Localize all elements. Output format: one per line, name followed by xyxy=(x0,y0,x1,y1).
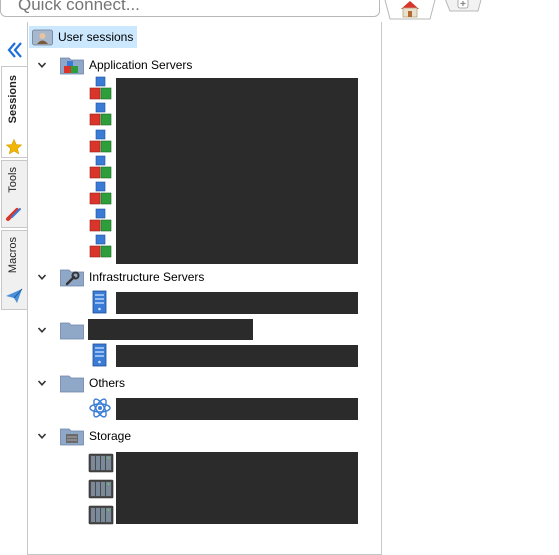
group-label: Infrastructure Servers xyxy=(89,270,205,284)
app-servers-icon xyxy=(60,57,84,75)
app-cubes-icon xyxy=(89,208,112,231)
app-cubes-icon xyxy=(89,129,112,152)
storage-folder-icon xyxy=(60,428,84,446)
quick-connect-input[interactable] xyxy=(0,0,380,17)
session-item[interactable] xyxy=(88,452,114,474)
tab-macros[interactable]: Macros xyxy=(1,230,27,310)
session-item[interactable] xyxy=(88,76,114,100)
tab-macros-label: Macros xyxy=(7,237,19,274)
paper-plane-icon xyxy=(6,288,23,303)
expand-chevron-icon[interactable] xyxy=(37,272,47,282)
user-sessions-icon xyxy=(32,29,53,46)
tree-group-storage[interactable]: Storage xyxy=(60,425,131,447)
expand-chevron-icon[interactable] xyxy=(37,431,47,441)
expand-chevron-icon[interactable] xyxy=(37,60,47,70)
folder-icon xyxy=(60,322,84,340)
session-item[interactable] xyxy=(88,155,114,179)
tree-root-user-sessions[interactable]: User sessions xyxy=(29,26,137,48)
tools-icon xyxy=(6,208,21,221)
tab-tools[interactable]: Tools xyxy=(1,160,27,228)
session-item[interactable] xyxy=(88,181,114,205)
redacted-group-name xyxy=(88,319,253,340)
session-item[interactable] xyxy=(88,208,114,232)
session-item[interactable] xyxy=(88,129,114,153)
tree-group-redacted[interactable] xyxy=(60,319,84,341)
folder-icon xyxy=(60,375,84,393)
server-icon xyxy=(92,343,107,367)
nas-storage-icon xyxy=(88,453,114,473)
redacted-session-name xyxy=(116,398,358,420)
app-cubes-icon xyxy=(89,234,112,258)
session-item[interactable] xyxy=(88,397,112,419)
sessions-tree-panel: User sessions Application Servers Infras… xyxy=(27,22,382,555)
app-cubes-icon xyxy=(89,155,112,179)
app-cubes-icon xyxy=(89,181,112,205)
session-item[interactable] xyxy=(90,290,110,314)
group-label: Others xyxy=(89,376,126,390)
tree-group-others[interactable]: Others xyxy=(60,372,125,394)
group-label: Application Servers xyxy=(89,58,193,72)
tab-tools-label: Tools xyxy=(7,167,19,193)
plus-icon xyxy=(457,0,469,9)
redacted-session-name xyxy=(116,345,358,367)
new-tab-button[interactable] xyxy=(442,0,484,13)
wrench-folder-icon xyxy=(60,269,84,287)
session-item[interactable] xyxy=(88,102,114,126)
home-icon xyxy=(401,1,419,18)
app-cubes-icon xyxy=(89,102,112,126)
redacted-session-names xyxy=(116,78,358,264)
home-tab[interactable] xyxy=(383,0,437,20)
tree-group-application-servers[interactable]: Application Servers xyxy=(60,54,192,76)
session-item[interactable] xyxy=(88,478,114,500)
atom-icon xyxy=(89,398,111,418)
collapse-sidebar-icon[interactable] xyxy=(5,40,25,60)
redacted-session-names xyxy=(116,452,358,524)
side-tab-bar: Sessions Tools Macros xyxy=(0,22,28,555)
session-item[interactable] xyxy=(88,234,114,258)
tab-sessions-label: Sessions xyxy=(7,75,19,124)
star-icon xyxy=(5,138,23,155)
redacted-session-name xyxy=(116,292,358,314)
group-label: Storage xyxy=(89,429,132,443)
expand-chevron-icon[interactable] xyxy=(37,325,47,335)
session-item[interactable] xyxy=(88,504,114,526)
nas-storage-icon xyxy=(88,505,114,525)
expand-chevron-icon[interactable] xyxy=(37,378,47,388)
app-cubes-icon xyxy=(89,76,112,100)
tree-group-infrastructure-servers[interactable]: Infrastructure Servers xyxy=(60,266,204,288)
tab-sessions[interactable]: Sessions xyxy=(1,66,27,158)
nas-storage-icon xyxy=(88,479,114,499)
server-icon xyxy=(92,290,107,314)
tree-root-label: User sessions xyxy=(58,30,134,44)
session-item[interactable] xyxy=(90,343,110,367)
